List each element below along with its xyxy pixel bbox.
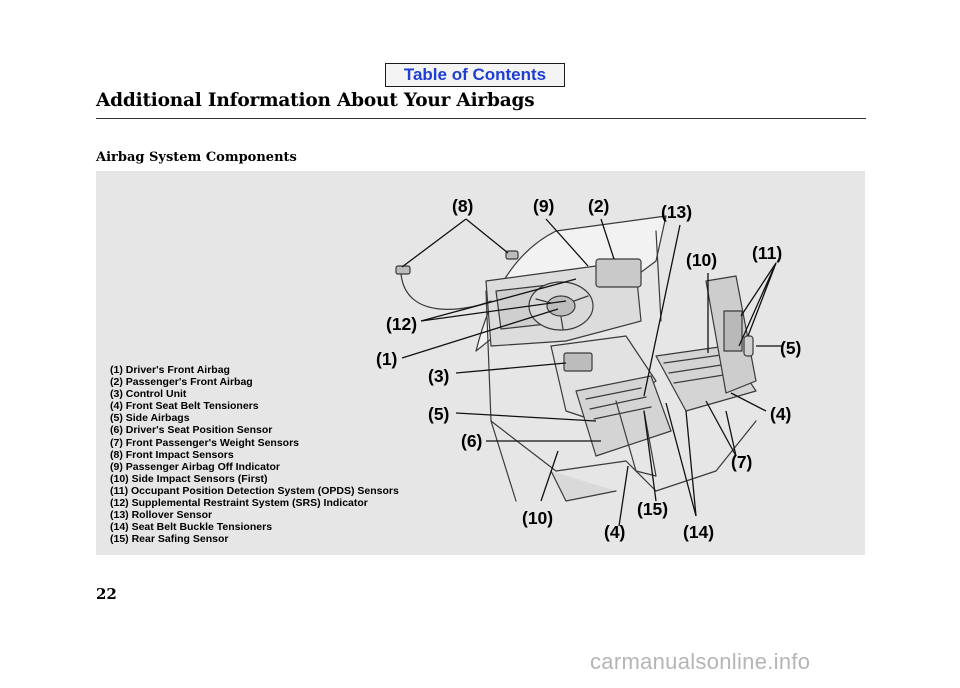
side-airbag-module: [743, 335, 754, 357]
front-impact-sensor-left: [395, 265, 411, 275]
callout-6: (6): [461, 431, 483, 451]
legend-item: (5) Side Airbags: [110, 412, 190, 425]
legend-item: (3) Control Unit: [110, 388, 187, 401]
opds-sensor-pad: [723, 310, 743, 352]
page-number: 22: [96, 585, 117, 603]
legend-item: (8) Front Impact Sensors: [110, 448, 234, 461]
callout-5-left: (5): [428, 404, 450, 424]
legend-item: (9) Passenger Airbag Off Indicator: [110, 460, 280, 473]
callout-12: (12): [386, 314, 418, 334]
legend-item: (7) Front Passenger's Weight Sensors: [110, 436, 300, 449]
callout-15: (15): [637, 499, 669, 519]
legend-item: (4) Front Seat Belt Tensioners: [110, 400, 259, 413]
table-of-contents-link[interactable]: Table of Contents: [385, 63, 565, 87]
legend-item: (15) Rear Safing Sensor: [110, 533, 229, 546]
callout-10-top: (10): [686, 250, 718, 270]
callout-4-right: (4): [770, 404, 792, 424]
legend-item: (6) Driver's Seat Position Sensor: [110, 424, 273, 437]
legend-item: (10) Side Impact Sensors (First): [110, 472, 268, 485]
callout-14: (14): [683, 522, 715, 542]
airbag-components-illustration: [395, 215, 782, 527]
legend-item: (12) Supplemental Restraint System (SRS)…: [110, 497, 368, 510]
callout-3: (3): [428, 366, 450, 386]
callout-10-bottom: (10): [522, 508, 554, 528]
callout-11: (11): [752, 243, 783, 263]
control-unit-box: [563, 352, 593, 372]
passenger-airbag-module: [595, 258, 642, 288]
callout-2: (2): [588, 196, 610, 216]
section-subtitle: Airbag System Components: [96, 150, 297, 165]
legend-item: (13) Rollover Sensor: [110, 509, 213, 522]
callout-8: (8): [452, 196, 474, 216]
title-divider: [96, 118, 866, 119]
legend-item: (14) Seat Belt Buckle Tensioners: [110, 521, 273, 534]
callout-4-bottom: (4): [604, 522, 626, 542]
watermark: carmanualsonline.info: [590, 649, 811, 674]
callout-9: (9): [533, 196, 555, 216]
callout-7: (7): [731, 452, 753, 472]
airbag-diagram-panel: [96, 171, 865, 555]
callout-1: (1): [376, 349, 398, 369]
page-title: Additional Information About Your Airbag…: [96, 90, 535, 111]
callout-5-right: (5): [780, 338, 802, 358]
callout-13: (13): [661, 202, 693, 222]
legend-item: (2) Passenger's Front Airbag: [110, 376, 253, 389]
legend-item: (1) Driver's Front Airbag: [110, 364, 230, 376]
front-impact-sensor-right: [505, 250, 519, 260]
component-legend: (1) Driver's Front Airbag (2) Passenger'…: [110, 364, 399, 545]
legend-item: (11) Occupant Position Detection System …: [110, 484, 399, 497]
